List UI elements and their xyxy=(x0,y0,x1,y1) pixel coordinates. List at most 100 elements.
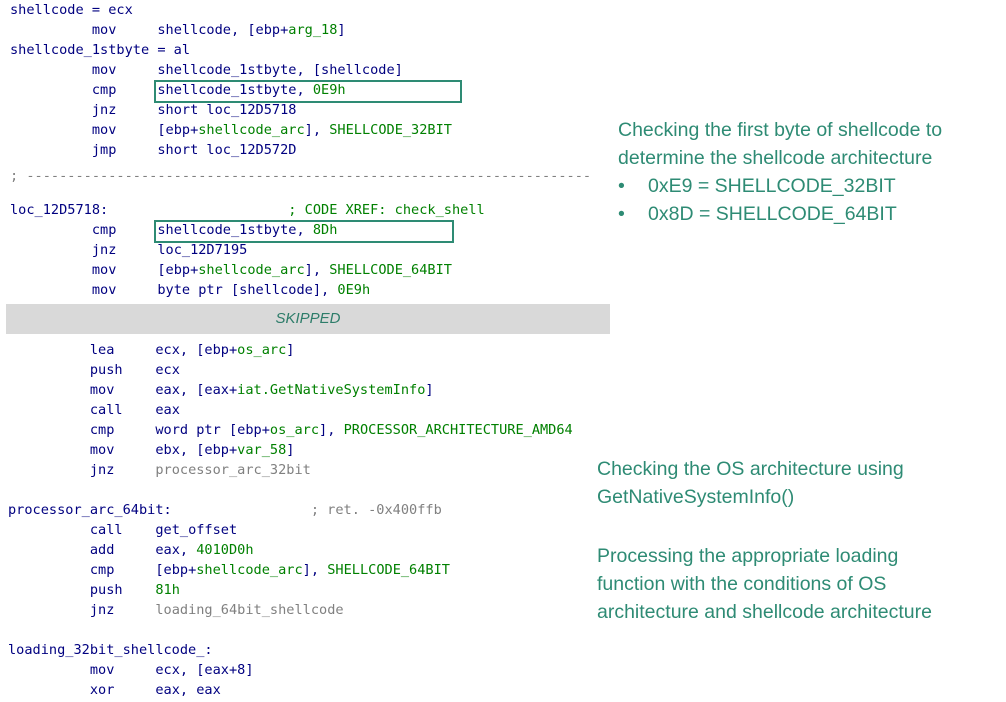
code-token: jnz xyxy=(89,462,115,478)
code-token xyxy=(10,242,92,258)
code-token xyxy=(8,362,90,378)
code-token xyxy=(10,102,92,118)
shellcode-arch-note: Checking the first byte of shellcode to … xyxy=(618,116,942,228)
bullet-icon: • xyxy=(618,203,625,225)
code-token: ecx, [eax+8] xyxy=(114,662,254,678)
code-token: shellcode_arc xyxy=(196,562,303,578)
code-line xyxy=(8,620,573,640)
code-token: shellcode = ecx xyxy=(10,2,133,18)
code-line xyxy=(8,480,573,500)
code-token: eax, xyxy=(114,542,197,558)
code-token: ], xyxy=(302,562,328,578)
code-token xyxy=(10,122,92,138)
code-token: mov xyxy=(89,662,115,678)
code-token xyxy=(8,562,90,578)
code-token: SHELLCODE_64BIT xyxy=(329,262,452,278)
code-token: loading_64bit_shellcode xyxy=(114,602,344,618)
code-token: os_arc xyxy=(237,342,287,358)
bullet-text: 0xE9 = SHELLCODE_32BIT xyxy=(648,175,896,197)
cmp-0e9h-highlight xyxy=(154,80,462,103)
code-token: jnz xyxy=(91,102,117,118)
code-token: call xyxy=(89,402,123,418)
code-token: push xyxy=(89,582,123,598)
code-token xyxy=(8,402,90,418)
code-line: shellcode = ecx xyxy=(10,0,452,20)
code-token: mov xyxy=(89,442,115,458)
disassembly-block-3: lea ecx, [ebp+os_arc] push ecx mov eax, … xyxy=(8,340,573,700)
code-line: jnz short loc_12D5718 xyxy=(10,100,452,120)
code-token: ], xyxy=(304,122,330,138)
code-line: mov ebx, [ebp+var_58] xyxy=(8,440,573,460)
code-token xyxy=(10,142,92,158)
code-token: shellcode_1stbyte = al xyxy=(10,42,191,58)
bullet-text: 0x8D = SHELLCODE_64BIT xyxy=(648,203,897,225)
note-line: GetNativeSystemInfo() xyxy=(597,486,795,508)
code-token: loc_12D5718: xyxy=(10,202,109,218)
code-line: jnz loc_12D7195 xyxy=(10,240,485,260)
code-line: jmp short loc_12D572D xyxy=(10,140,452,160)
code-token: loc_12D7195 xyxy=(116,242,248,258)
code-line: loading_32bit_shellcode_: xyxy=(8,640,573,660)
code-token: byte ptr [shellcode], xyxy=(116,282,338,298)
code-line: mov [ebp+shellcode_arc], SHELLCODE_64BIT xyxy=(10,260,485,280)
code-line: call eax xyxy=(8,400,573,420)
code-token: mov xyxy=(91,282,117,298)
note-line: determine the shellcode architecture xyxy=(618,147,933,169)
code-token: mov xyxy=(91,62,117,78)
bullet-item: •0xE9 = SHELLCODE_32BIT xyxy=(618,172,942,200)
code-token: jmp xyxy=(91,142,117,158)
code-token: iat.GetNativeSystemInfo xyxy=(237,382,426,398)
code-token xyxy=(8,542,90,558)
code-token: shellcode_1stbyte, xyxy=(116,222,313,238)
note-line: function with the conditions of OS xyxy=(597,573,887,595)
code-token: push xyxy=(89,362,123,378)
code-token: word ptr [ebp+ xyxy=(114,422,270,438)
code-token: eax xyxy=(122,402,180,418)
code-token: jnz xyxy=(89,602,115,618)
cmp-8dh-highlight xyxy=(154,220,454,243)
code-token: mov xyxy=(91,262,117,278)
code-token xyxy=(123,582,156,598)
code-token xyxy=(8,602,90,618)
code-token xyxy=(10,22,92,38)
code-token xyxy=(8,382,90,398)
code-token: ] xyxy=(286,342,295,358)
code-line: cmp [ebp+shellcode_arc], SHELLCODE_64BIT xyxy=(8,560,573,580)
code-line: mov eax, [eax+iat.GetNativeSystemInfo] xyxy=(8,380,573,400)
loading-note: Processing the appropriate loading funct… xyxy=(597,542,932,626)
disassembly-block-2: loc_12D5718: ; CODE XREF: check_shell cm… xyxy=(10,200,485,300)
code-token: SHELLCODE_32BIT xyxy=(329,122,452,138)
code-token: ], xyxy=(304,262,330,278)
code-token: mov xyxy=(89,382,115,398)
code-token: ] xyxy=(286,442,295,458)
code-line: loc_12D5718: ; CODE XREF: check_shell xyxy=(10,200,485,220)
code-line: cmp shellcode_1stbyte, 8Dh xyxy=(10,220,485,240)
code-token: arg_18 xyxy=(288,22,338,38)
note-line: architecture and shellcode architecture xyxy=(597,601,932,623)
code-line: jnz loading_64bit_shellcode xyxy=(8,600,573,620)
code-token: 4010D0h xyxy=(196,542,254,558)
note-line: Checking the first byte of shellcode to xyxy=(618,119,943,141)
code-line: mov byte ptr [shellcode], 0E9h xyxy=(10,280,485,300)
code-line: push 81h xyxy=(8,580,573,600)
code-token: xor xyxy=(89,682,115,698)
code-line: call get_offset xyxy=(8,520,573,540)
code-token: cmp xyxy=(89,562,115,578)
code-token: [ebp+ xyxy=(116,122,199,138)
code-line: mov shellcode_1stbyte, [shellcode] xyxy=(10,60,452,80)
code-token: ecx, [ebp+ xyxy=(114,342,238,358)
code-token: SHELLCODE_64BIT xyxy=(327,562,450,578)
skipped-label: SKIPPED xyxy=(275,310,341,327)
code-token: shellcode_arc xyxy=(198,122,305,138)
code-token: 0E9h xyxy=(337,282,371,298)
code-token: call xyxy=(89,522,123,538)
code-line: shellcode_1stbyte = al xyxy=(10,40,452,60)
code-line: mov ecx, [eax+8] xyxy=(8,660,573,680)
code-line: mov shellcode, [ebp+arg_18] xyxy=(10,20,452,40)
code-token xyxy=(8,422,90,438)
code-token: processor_arc_32bit xyxy=(114,462,311,478)
code-line: mov [ebp+shellcode_arc], SHELLCODE_32BIT xyxy=(10,120,452,140)
code-line: jnz processor_arc_32bit xyxy=(8,460,573,480)
bullet-item: • 0x8D = SHELLCODE_64BIT xyxy=(618,200,942,228)
code-token: ] xyxy=(337,22,346,38)
